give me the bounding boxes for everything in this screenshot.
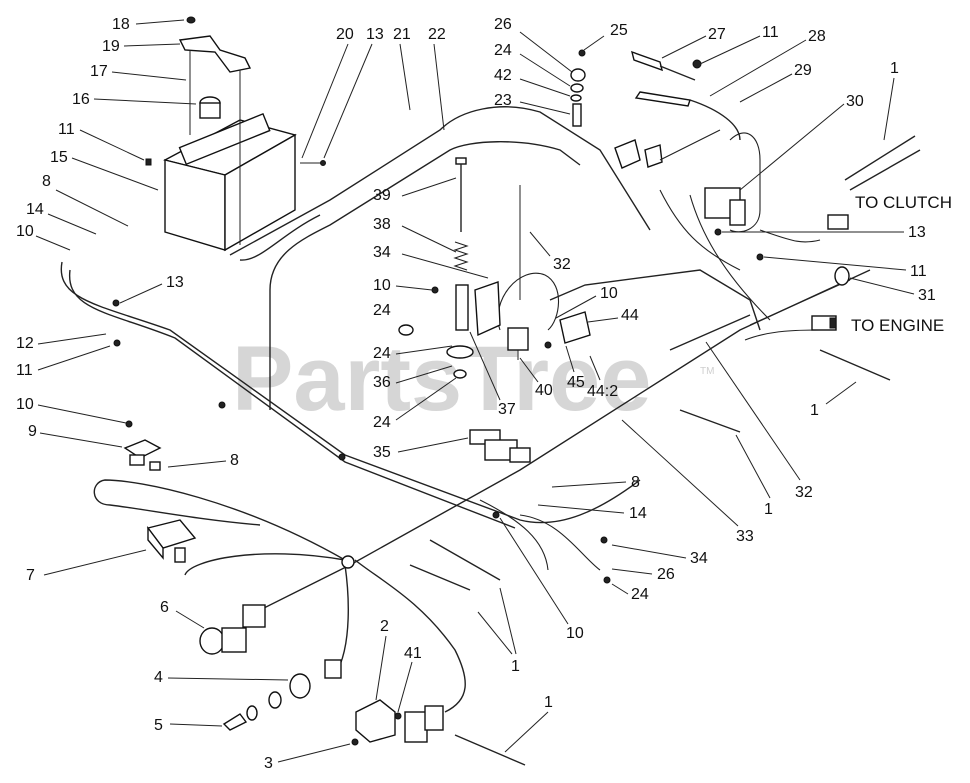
hour-meter — [146, 519, 197, 563]
callout-11-top: 11 — [762, 24, 779, 41]
callout-29: 29 — [794, 62, 812, 79]
callout-5: 5 — [154, 717, 163, 734]
module-30 — [704, 187, 746, 226]
callout-23: 23 — [494, 92, 512, 109]
bracket — [455, 281, 501, 337]
callout-3: 3 — [264, 755, 273, 772]
callout-7: 7 — [26, 567, 35, 584]
callout-4: 4 — [154, 669, 163, 686]
callout-10-center: 10 — [373, 277, 391, 294]
callout-21: 21 — [393, 26, 411, 43]
callout-9: 9 — [28, 423, 37, 440]
callout-45: 45 — [567, 374, 585, 391]
clutch-plug — [827, 214, 849, 230]
fuse-holder — [123, 439, 162, 471]
callout-36: 36 — [373, 374, 391, 391]
engine-plug — [811, 315, 837, 331]
callout-26-right: 26 — [657, 566, 675, 583]
callout-19: 19 — [102, 38, 120, 55]
clutch-connectors — [614, 129, 721, 169]
callout-8-right: 8 — [631, 474, 640, 491]
battery-cover — [199, 96, 221, 119]
cable-27 — [631, 50, 741, 141]
terminal-26 — [570, 68, 586, 127]
callout-35: 35 — [373, 444, 391, 461]
callout-40: 40 — [535, 382, 553, 399]
callout-24-top: 24 — [494, 42, 512, 59]
battery — [163, 112, 297, 252]
callout-34-center: 34 — [373, 244, 391, 261]
callout-30: 30 — [846, 93, 864, 110]
callout-6: 6 — [160, 599, 169, 616]
harness-junction — [341, 555, 355, 569]
callout-14-right: 14 — [629, 505, 647, 522]
callout-24-right: 24 — [631, 586, 649, 603]
to-clutch-note: TO CLUTCH — [855, 193, 952, 212]
callout-18: 18 — [112, 16, 130, 33]
callout-41: 41 — [404, 645, 422, 662]
callout-1-mid: 1 — [764, 501, 773, 518]
callout-10-c2: 10 — [600, 285, 618, 302]
callout-8-left: 8 — [230, 452, 239, 469]
callout-16: 16 — [72, 91, 90, 108]
callout-22: 22 — [428, 26, 446, 43]
callout-2: 2 — [380, 618, 389, 635]
grommet-31 — [834, 266, 850, 286]
callout-27: 27 — [708, 26, 726, 43]
callout-28: 28 — [808, 28, 826, 45]
callout-32-right: 32 — [795, 484, 813, 501]
callout-10-left: 10 — [16, 396, 34, 413]
connector-35 — [469, 429, 531, 463]
callout-13-top: 13 — [366, 26, 384, 43]
callout-13-left: 13 — [166, 274, 184, 291]
callout-34-right: 34 — [690, 550, 708, 567]
callout-1-right: 1 — [810, 402, 819, 419]
callout-1-bottom-center: 1 — [511, 658, 520, 675]
ignition-switch — [222, 659, 342, 731]
callout-8-top: 8 — [42, 173, 51, 190]
battery-hold-down — [178, 16, 252, 245]
washers — [398, 83, 584, 379]
watermark: PartsTree — [232, 328, 651, 430]
callout-24-c2: 24 — [373, 345, 391, 362]
callout-20: 20 — [336, 26, 354, 43]
switch-45 — [559, 311, 591, 344]
hardware-bolts — [112, 49, 764, 746]
callout-13-right: 13 — [908, 224, 926, 241]
pto-switch — [199, 604, 266, 655]
callout-44: 44 — [621, 307, 639, 324]
bolt-and-spring — [453, 157, 469, 271]
callout-15: 15 — [50, 149, 68, 166]
callout-1-bottom: 1 — [544, 694, 553, 711]
callout-42: 42 — [494, 67, 512, 84]
callout-12: 12 — [16, 335, 34, 352]
callout-33: 33 — [736, 528, 754, 545]
callout-25: 25 — [610, 22, 628, 39]
cable-ties — [409, 135, 921, 766]
callout-1-topright: 1 — [890, 60, 899, 77]
callout-26-top: 26 — [494, 16, 512, 33]
callout-37: 37 — [498, 401, 516, 418]
callout-10-top: 10 — [16, 223, 34, 240]
callout-11-right: 11 — [910, 263, 927, 280]
callout-10-bottom: 10 — [566, 625, 584, 642]
callout-17: 17 — [90, 63, 108, 80]
callout-11-battery: 11 — [58, 121, 75, 138]
callout-39: 39 — [373, 187, 391, 204]
callout-44-2: 44:2 — [587, 383, 618, 400]
callout-38: 38 — [373, 216, 391, 233]
callout-24-c1: 24 — [373, 302, 391, 319]
callout-14-top: 14 — [26, 201, 44, 218]
switch-40 — [507, 185, 529, 360]
callout-labels: 18 19 17 16 11 15 8 14 10 13 12 11 10 9 … — [16, 16, 952, 772]
callout-11-left: 11 — [16, 362, 33, 379]
to-engine-note: TO ENGINE — [851, 316, 944, 335]
rectifier — [355, 699, 444, 743]
callout-31: 31 — [918, 287, 936, 304]
callout-24-c3: 24 — [373, 414, 391, 431]
watermark-tm: TM — [700, 366, 714, 377]
main-harness — [60, 106, 871, 713]
callout-32-center: 32 — [553, 256, 571, 273]
